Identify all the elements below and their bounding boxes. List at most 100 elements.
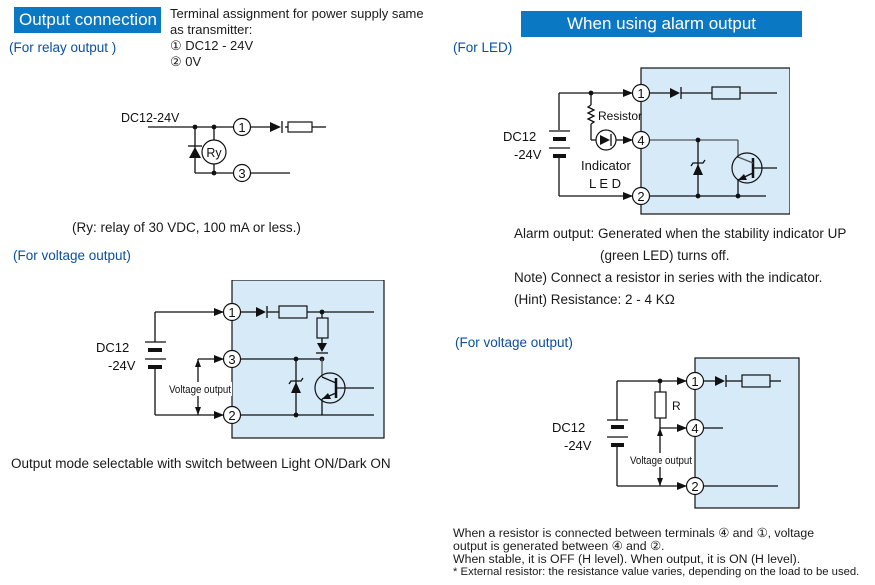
resistor-icon [741, 374, 771, 388]
terminal-2-icon [631, 186, 651, 206]
arrow-down-icon [195, 407, 201, 415]
terminal-2-label: 2 [691, 479, 698, 494]
right-supply-line2: -24V [564, 438, 592, 453]
terminal-3-label: 3 [238, 166, 245, 181]
terminal-note-line3: ① DC12 - 24V [170, 38, 254, 53]
zener-diode-icon [291, 382, 301, 393]
terminal-1-icon [232, 117, 252, 137]
arrow-icon [623, 89, 633, 97]
terminal-1-icon [222, 302, 242, 322]
arrow-icon [677, 424, 687, 432]
relay-coil-label: Ry [206, 146, 222, 160]
diode-icon [270, 122, 281, 132]
diode-icon [670, 88, 680, 98]
arrow-down-icon [657, 478, 663, 486]
relay-output-diagram: DC12-24V Ry 1 3 [121, 111, 326, 183]
voltage-output-caption-left: Output mode selectable with switch betwe… [11, 456, 391, 471]
terminal-4-icon [631, 130, 651, 150]
terminal-note-line1: Terminal assignment for power supply sam… [170, 6, 424, 21]
terminal-1-label: 1 [238, 120, 245, 135]
arrow-up-icon [195, 359, 201, 367]
terminal-2-label: 2 [637, 189, 644, 204]
arrow-icon [623, 136, 633, 144]
relay-coil-icon [201, 139, 227, 165]
terminal-1-icon [685, 371, 705, 391]
zener-diode-icon [693, 164, 703, 175]
led-supply-line1: DC12 [503, 129, 536, 144]
voltage-output-notes-right: When a resistor is connected between ter… [453, 527, 859, 579]
external-resistor-label: R [672, 399, 681, 413]
junction-dot [211, 170, 217, 176]
right-voltage-output-label: Voltage output [630, 455, 692, 467]
arrow-icon [677, 377, 687, 385]
label-bg [629, 453, 693, 467]
terminal-3-label: 3 [228, 352, 235, 367]
resistor-icon [278, 305, 308, 319]
terminal-4-label: 4 [637, 133, 644, 148]
arrow-icon [623, 192, 633, 200]
arrow-icon [677, 482, 687, 490]
arrow-icon [214, 355, 224, 363]
terminal-1-icon [631, 83, 651, 103]
diode-icon [256, 307, 266, 317]
arrow-icon [214, 411, 224, 419]
arrow-icon [214, 308, 224, 316]
led-supply-line2: -24V [514, 147, 542, 162]
terminal-note-line2: as transmitter: [170, 22, 253, 37]
voltage-note-line4: * External resistor: the resistance valu… [453, 566, 860, 578]
emitter-arrow-icon [738, 174, 747, 180]
junction-dot [211, 124, 217, 130]
terminal-assignment-note: Terminal assignment for power supply sam… [170, 6, 424, 70]
external-resistor-icon [654, 391, 667, 419]
transistor-collector [321, 376, 337, 384]
resistor-icon [287, 121, 313, 133]
terminal-3-icon [232, 163, 252, 183]
indicator-label: Indicator [581, 158, 632, 173]
resistor-label: Resistor [598, 109, 642, 123]
supply-label-line2: -24V [108, 358, 136, 373]
resistor-zigzag-icon [586, 104, 596, 125]
relay-output-subtitle: (For relay output ) [9, 40, 117, 55]
led-subtitle: (For LED) [453, 40, 513, 55]
supply-label-line1: DC12 [96, 340, 129, 355]
resistor-note: Note) Connect a resistor in series with … [514, 270, 823, 285]
relay-caption: (Ry: relay of 30 VDC, 100 mA or less.) [72, 220, 301, 235]
terminal-1-label: 1 [637, 86, 644, 101]
terminal-note-line4: ② 0V [170, 54, 202, 69]
resistance-hint: (Hint) Resistance: 2 - 4 KΩ [514, 292, 675, 307]
flyback-diode-icon [189, 147, 201, 158]
voltage-output-subtitle-left: (For voltage output) [13, 248, 131, 263]
alarm-note-line1: Alarm output: Generated when the stabili… [514, 226, 847, 241]
resistor-icon [316, 317, 329, 339]
terminal-1-label: 1 [228, 305, 235, 320]
voltage-note-line2: output is generated between ④ and ②. [453, 539, 665, 553]
zener-bar [690, 159, 706, 167]
arrow-up-icon [657, 428, 663, 436]
voltage-output-subtitle-right: (For voltage output) [455, 335, 573, 350]
voltage-output-diagram-right: DC12 -24V R Voltage output 1 4 2 [552, 357, 800, 509]
relay-supply-label: DC12-24V [121, 111, 180, 125]
voltage-note-line3: When stable, it is OFF (H level). When o… [453, 552, 801, 566]
led-diode [600, 135, 610, 145]
terminal-2-icon [222, 405, 242, 425]
output-connection-title: Output connection [19, 10, 157, 29]
junction-dot [192, 124, 198, 130]
voltage-output-label: Voltage output [169, 384, 231, 396]
led-alarm-diagram: DC12 -24V Resistor Indicator L E D 1 4 2 [503, 67, 790, 215]
terminal-4-label: 4 [691, 421, 698, 436]
terminal-3-icon [222, 349, 242, 369]
label-bg [168, 382, 232, 396]
zener-bar [288, 377, 304, 385]
alarm-output-banner: When using alarm output [521, 11, 802, 37]
terminal-1-label: 1 [691, 374, 698, 389]
terminal-2-label: 2 [228, 408, 235, 423]
diode-icon [715, 376, 725, 386]
output-connection-banner: Output connection [14, 7, 161, 33]
diode-icon [317, 343, 327, 352]
voltage-note-line1: When a resistor is connected between ter… [453, 526, 815, 540]
transistor-collector [737, 156, 754, 164]
right-supply-line1: DC12 [552, 420, 585, 435]
alarm-note-line2: (green LED) turns off. [600, 248, 730, 263]
resistor-icon [711, 86, 741, 100]
emitter-arrow-icon [322, 393, 331, 399]
